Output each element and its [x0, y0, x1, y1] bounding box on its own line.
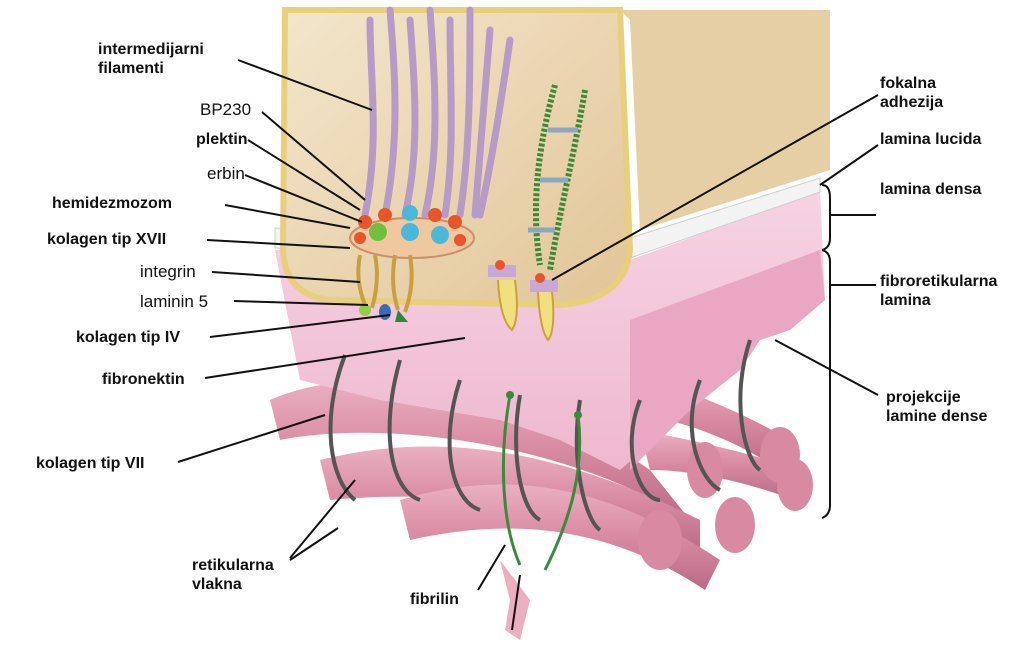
- label-fibronektin: fibronektin: [102, 371, 185, 388]
- bracket-lamina-densa: [821, 184, 876, 251]
- label-line: retikularna: [192, 557, 274, 574]
- focal-adhesion-feet: [488, 260, 558, 342]
- anchoring-filaments: [356, 254, 414, 313]
- label-fokalna-adhezija: fokalna adhezija: [880, 74, 943, 112]
- label-fibroretikularna-lamina: fibroretikularna lamina: [880, 272, 997, 310]
- fibrillin-strands: [501, 394, 582, 571]
- label-line: projekcije: [886, 389, 961, 406]
- label-integrin: integrin: [140, 262, 196, 281]
- intermediate-filaments: [361, 6, 514, 219]
- label-line: lamine dense: [886, 408, 988, 425]
- label-projekcije-lamine-dense: projekcije lamine dense: [886, 388, 987, 426]
- label-line: vlakna: [192, 576, 242, 593]
- label-intermedijarni-filamenti: intermedijarni filamenti: [98, 40, 204, 78]
- label-lamina-densa: lamina densa: [880, 181, 982, 198]
- label-line: filamenti: [98, 60, 164, 77]
- label-line: lamina: [880, 292, 931, 309]
- label-kolagen-vii: kolagen tip VII: [36, 455, 145, 472]
- label-fibrilin: fibrilin: [410, 591, 459, 608]
- collagen-vii-loops: [328, 339, 762, 532]
- label-laminin5: laminin 5: [140, 292, 209, 311]
- label-line: intermedijarni: [98, 41, 204, 58]
- label-retikularna-vlakna: retikularna vlakna: [192, 556, 274, 594]
- label-lamina-lucida: lamina lucida: [880, 131, 982, 148]
- hemidesmosome-plaque: [349, 205, 475, 259]
- leader-lines: [177, 59, 879, 631]
- label-line: fokalna: [880, 75, 937, 92]
- focal-adhesion-rungs: [528, 127, 578, 233]
- label-kolagen-iv: kolagen tip IV: [76, 329, 181, 346]
- label-line: adhezija: [880, 94, 944, 111]
- bracket-fibroreticular: [821, 249, 876, 519]
- label-erbin: erbin: [207, 164, 245, 183]
- fibrillin-node: [574, 411, 582, 419]
- fibrillin-node: [506, 391, 514, 399]
- label-bp230: BP230: [200, 100, 252, 119]
- reticular-fibers: [270, 370, 813, 640]
- label-hemidezmozom: hemidezmozom: [52, 195, 173, 212]
- label-plektin: plektin: [196, 131, 248, 148]
- label-kolagen-xvii: kolagen tip XVII: [47, 231, 167, 248]
- label-line: fibroretikularna: [880, 273, 998, 290]
